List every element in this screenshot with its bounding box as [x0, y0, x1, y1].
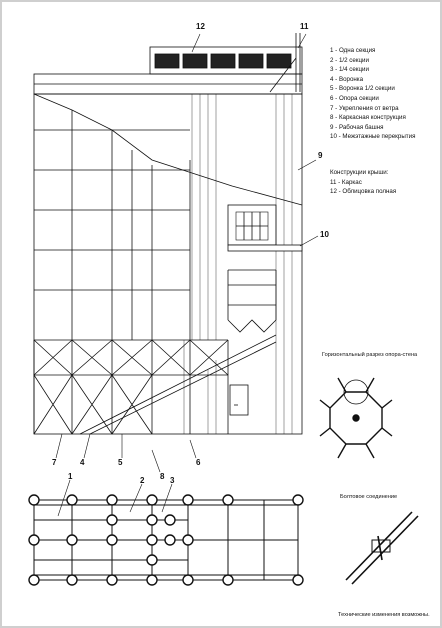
legend-item: 6 - Опора секции — [330, 94, 379, 102]
callout-6: 6 — [196, 458, 201, 467]
silo-bins — [33, 93, 303, 341]
legend-item: 2 - 1/2 секции — [330, 56, 369, 64]
callout-4: 4 — [80, 458, 85, 467]
legend-item: 5 - Воронка 1/2 секции — [330, 85, 395, 93]
legend-item: 11 - Каркас — [330, 178, 362, 186]
plan-view — [28, 494, 304, 586]
conveyor-diagonal — [79, 334, 277, 435]
working-tower — [227, 204, 303, 416]
roof-frame — [269, 33, 301, 93]
plan-columns — [28, 494, 304, 586]
footer-note: Технические изменения возможны. — [338, 612, 430, 618]
legend-item: 3 - 1/4 секции — [330, 66, 369, 74]
legend-item: 9 - Рабочая башня — [330, 123, 384, 131]
callout-10: 10 — [320, 230, 329, 239]
legend-item: 8 - Каркасная конструкция — [330, 114, 406, 122]
legend-item: 12 - Облицовка полная — [330, 188, 397, 196]
bolt-caption: Болтовое соединение — [340, 494, 398, 500]
callout-2: 2 — [140, 476, 145, 485]
callout-11: 11 — [300, 22, 309, 31]
leader-lines — [55, 33, 319, 517]
intermediate-floor — [227, 244, 303, 252]
section-caption: Горизонтальный разрез опора-стена — [322, 352, 418, 358]
roof-legend: Конструкции крыши: 11 - Каркас 12 - Обли… — [330, 168, 396, 197]
callout-3: 3 — [170, 476, 175, 485]
callout-5: 5 — [118, 458, 123, 467]
elevation-view — [33, 33, 303, 435]
bolt-detail — [345, 511, 419, 585]
legend-item: 1 - Одна секция — [330, 47, 376, 54]
wind-bracing — [33, 339, 229, 435]
silo-body — [33, 93, 303, 435]
roof-panels — [154, 53, 292, 69]
cladding-lines — [183, 94, 293, 434]
roof-legend-title: Конструкции крыши: — [330, 169, 389, 176]
section-detail — [319, 377, 393, 459]
callout-9: 9 — [318, 151, 323, 160]
callout-1: 1 — [68, 472, 73, 481]
callout-7: 7 — [52, 458, 57, 467]
legend-item: 7 - Укрепления от ветра — [330, 104, 399, 112]
legend: 1 - Одна секция 2 - 1/2 секции 3 - 1/4 с… — [330, 46, 415, 142]
legend-item: 10 - Межэтажные перекрытия — [330, 133, 416, 141]
callout-12: 12 — [196, 22, 205, 31]
legend-item: 4 - Воронка — [330, 75, 364, 83]
callout-8: 8 — [160, 472, 165, 481]
